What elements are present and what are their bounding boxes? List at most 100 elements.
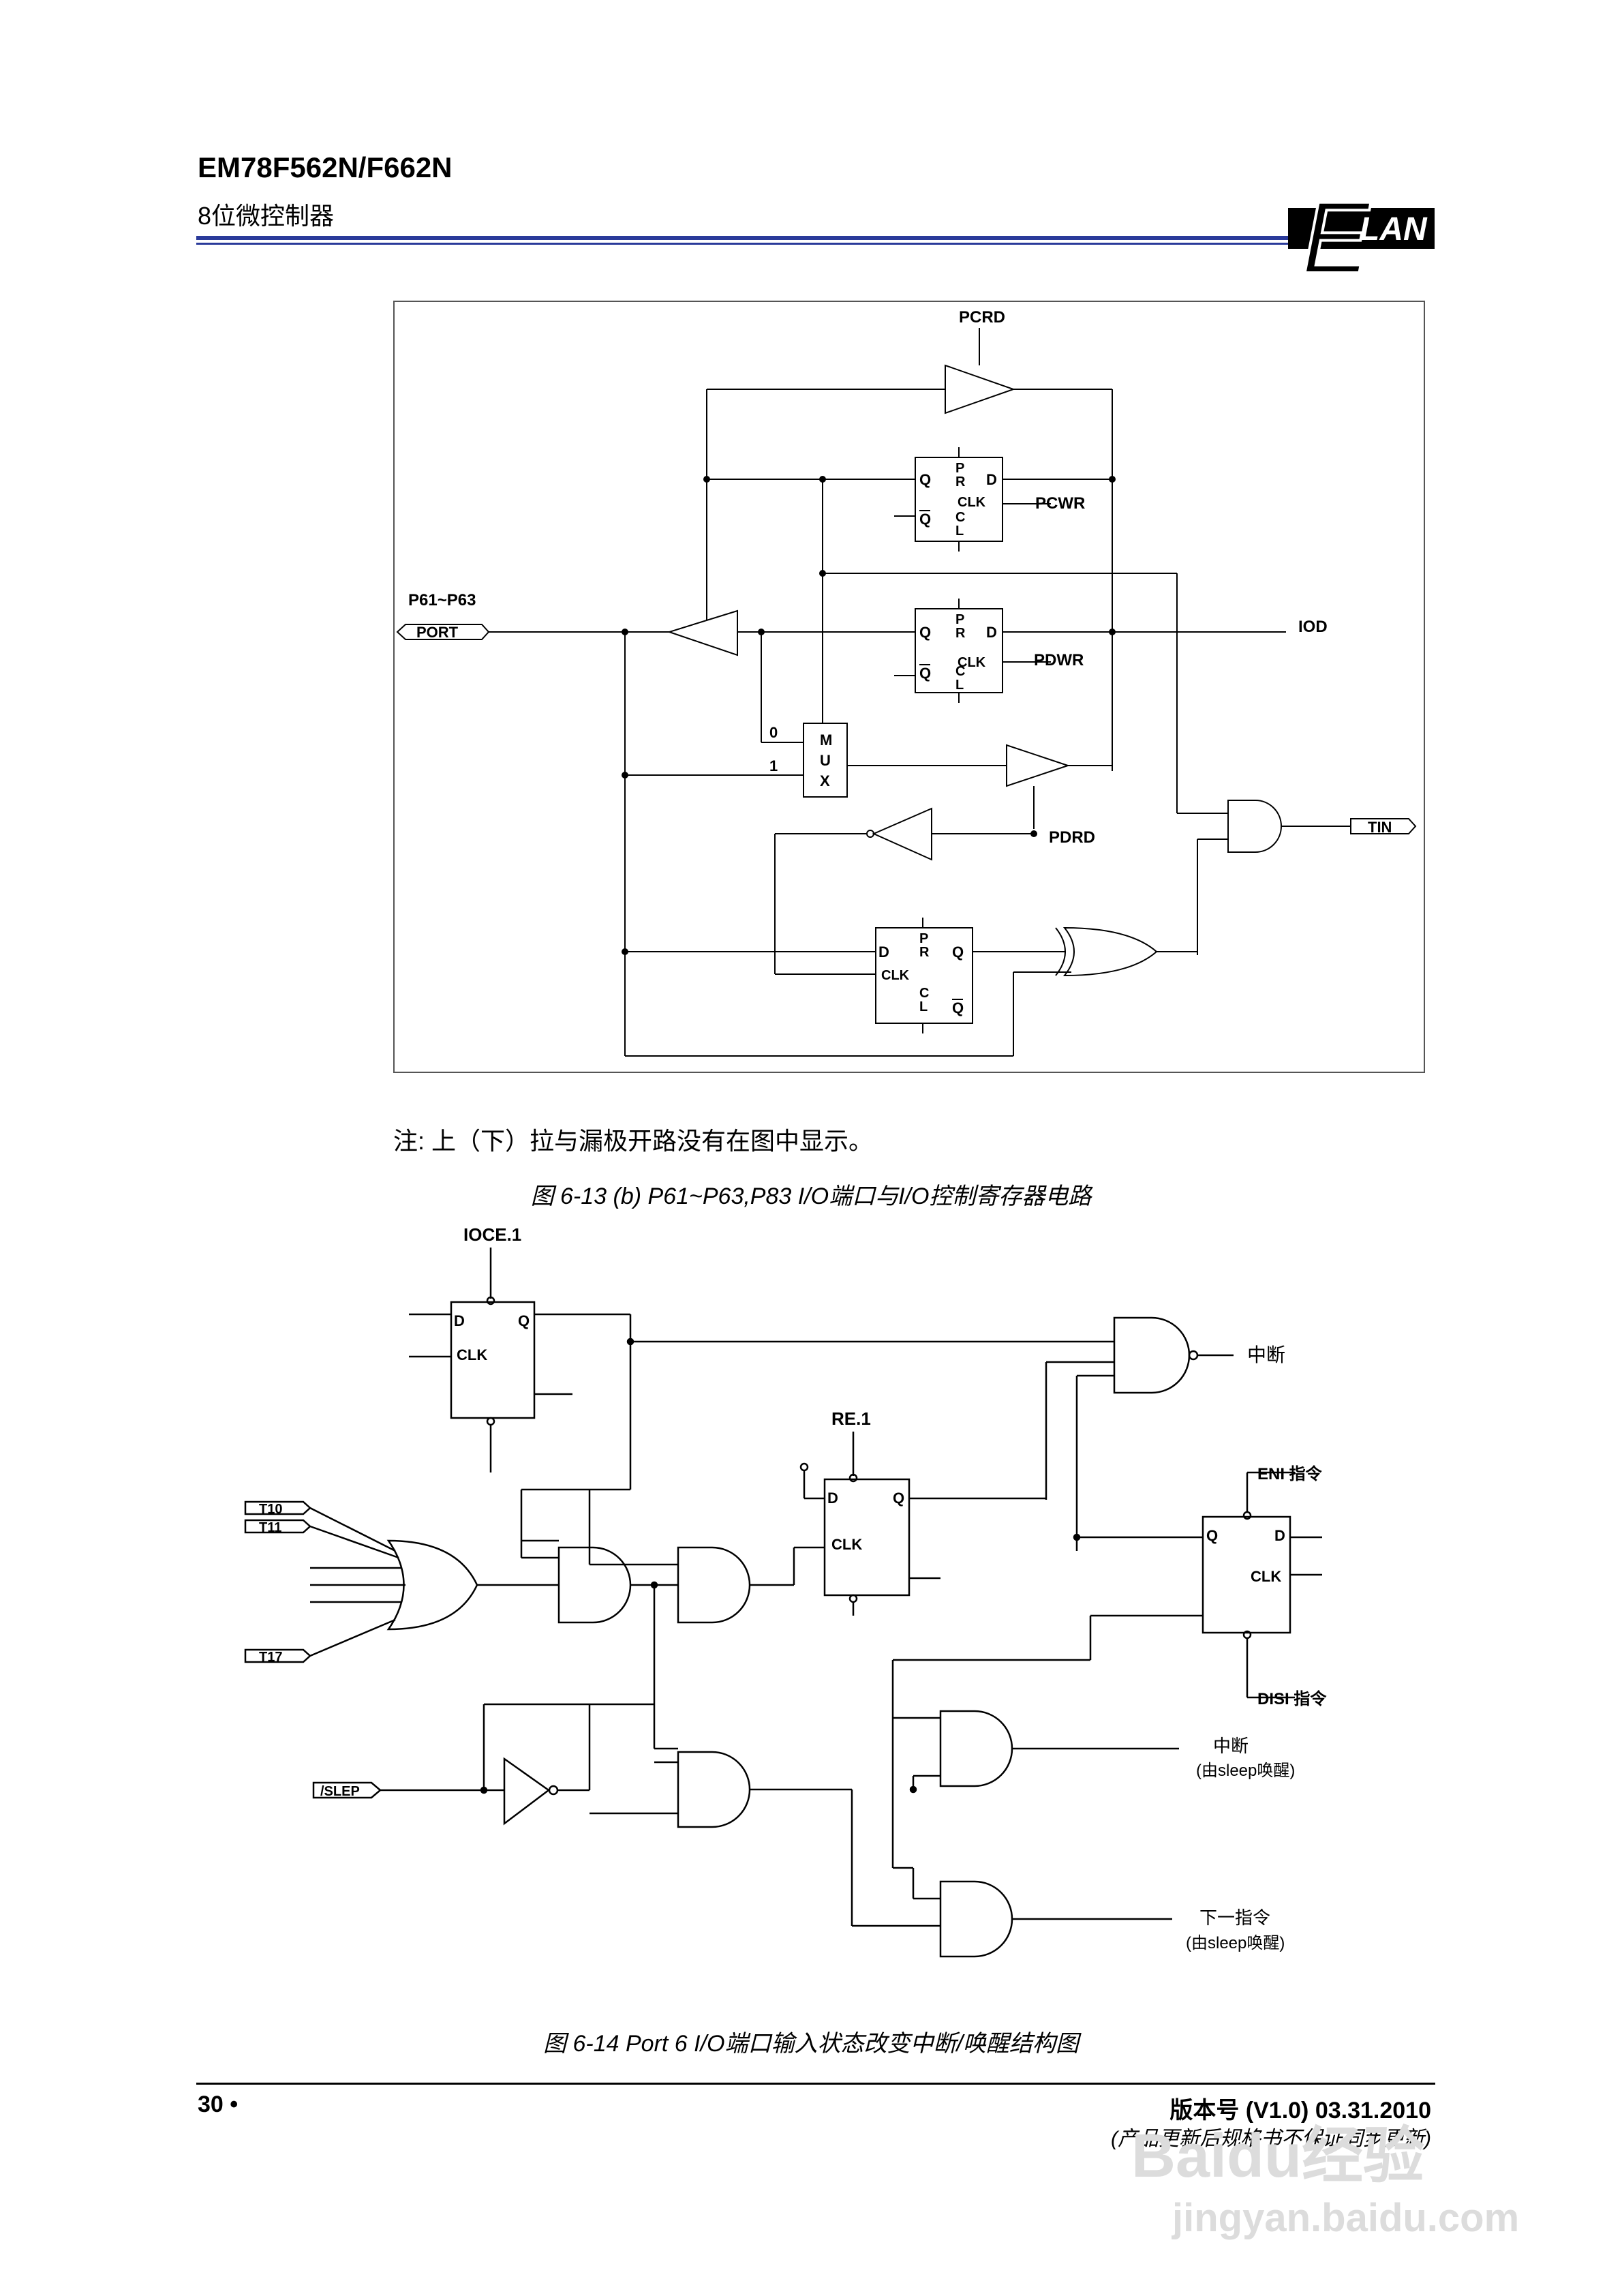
port-output-buffer: [667, 609, 738, 656]
logo-letter: E: [1302, 180, 1371, 280]
t10-label: T10: [259, 1502, 282, 1517]
figure2-caption: 图 6-14 Port 6 I/O端口输入状态改变中断/唤醒结构图: [543, 2031, 1079, 2057]
ff1-r: R: [955, 474, 966, 489]
next-instr-note: (由sleep唤醒): [1186, 1934, 1285, 1952]
ff1-q: Q: [919, 471, 931, 488]
xor-gate: [1062, 926, 1158, 977]
mux-in0-label: 0: [769, 724, 778, 741]
ioce1-label: IOCE.1: [463, 1224, 521, 1245]
tin-and-gate: [1227, 800, 1282, 853]
ff1-c: C: [955, 510, 965, 525]
eni-ff-clk: CLK: [1251, 1568, 1281, 1585]
eni-ff-q: Q: [1206, 1527, 1218, 1544]
and-gate-4: [677, 1751, 751, 1828]
ff1-d: D: [986, 471, 997, 488]
next-instr-label: 下一指令: [1199, 1907, 1270, 1928]
mux-block: [803, 723, 848, 798]
ff1-clk: CLK: [958, 495, 986, 510]
t17-label: T17: [259, 1650, 282, 1665]
ff1-p: P: [955, 461, 964, 476]
ff2-p: P: [955, 612, 964, 627]
and-gate-1: [557, 1546, 632, 1624]
eni-label: ENI 指令: [1257, 1464, 1323, 1483]
interrupt-wake-label: 中断: [1213, 1736, 1249, 1756]
xor-gate-back: [1055, 927, 1066, 976]
ff3-q: Q: [952, 943, 964, 961]
mux-in1-label: 1: [769, 757, 778, 774]
t10-pad: [244, 1500, 311, 1515]
ff1-l: L: [955, 524, 964, 539]
ff3-l: L: [919, 999, 928, 1014]
t11-pad: [244, 1519, 311, 1534]
port-label: PORT: [416, 624, 459, 641]
slep-pad: [312, 1781, 382, 1799]
ff2-d: D: [986, 624, 997, 641]
document-title: EM78F562N/F662N: [198, 151, 453, 183]
slep-inverter: [503, 1757, 551, 1826]
ff2-q: Q: [919, 624, 931, 641]
ff3-r: R: [919, 945, 930, 960]
re-flipflop: [823, 1478, 911, 1597]
figure-note: 注: 上（下）拉与漏极开路没有在图中显示。: [393, 1127, 874, 1155]
figure1-caption: 图 6-13 (b) P61~P63,P83 I/O端口与I/O控制寄存器电路: [530, 1183, 1092, 1209]
port-range-label: P61~P63: [408, 591, 476, 609]
pdwr-label: PDWR: [1034, 651, 1084, 669]
pdrd-inverter: [872, 807, 932, 861]
pcwr-label: PCWR: [1035, 494, 1085, 513]
header-rule-thin: [196, 243, 1300, 245]
re-clk: CLK: [831, 1536, 862, 1553]
ff3-clk: CLK: [881, 968, 910, 983]
ff3-p: P: [919, 931, 928, 946]
ff2-l: L: [955, 678, 964, 693]
ff2-clk: CLK: [958, 655, 986, 670]
eni-ff-d: D: [1274, 1527, 1285, 1544]
ff3-c: C: [919, 986, 929, 1001]
flipflop-edge: [875, 927, 973, 1024]
ioce-clk: CLK: [457, 1346, 487, 1363]
disi-label: DISI 指令: [1257, 1689, 1327, 1708]
mux-m: M: [820, 731, 832, 749]
mux-x: X: [820, 772, 830, 789]
interrupt-wake-note: (由sleep唤醒): [1196, 1762, 1295, 1780]
re1-label: RE.1: [831, 1408, 871, 1429]
ff2-c: C: [955, 664, 965, 679]
mux-u: U: [820, 752, 831, 769]
pcrd-label: PCRD: [959, 308, 1005, 327]
interrupt-wakeup-diagram: IOCE.1 D Q CLK 中断 T10 T11 T17 RE.1: [244, 1224, 1327, 1958]
pdrd-label: PDRD: [1049, 828, 1095, 847]
iod-label: IOD: [1298, 618, 1328, 636]
ff2-qbar: Q: [919, 665, 931, 682]
disclaimer: (产品更新后规格书不保证同步更新): [1111, 2128, 1431, 2150]
page-number: 30 •: [198, 2091, 239, 2117]
re-d: D: [827, 1490, 838, 1507]
mux-output-buffer: [1006, 744, 1071, 787]
ff1-qbar: Q: [919, 511, 931, 528]
ioce-q: Q: [518, 1312, 530, 1329]
document-subtitle: 8位微控制器: [198, 202, 335, 230]
ff3-qbar: Q: [952, 999, 964, 1016]
elan-logo: E LAN: [1288, 179, 1435, 280]
header-rule: [196, 236, 1300, 240]
interrupt-label: 中断: [1247, 1344, 1285, 1365]
io-port-circuit-diagram: PCRD Q Q D P R CLK C L PCWR P61~P63 PORT…: [393, 301, 1425, 1073]
version-label: 版本号 (V1.0) 03.31.2010: [1169, 2098, 1431, 2124]
and-gate-next: [939, 1880, 1013, 1958]
ff3-d: D: [878, 943, 889, 961]
and-gate-2: [677, 1546, 751, 1624]
ff2-r: R: [955, 626, 966, 641]
footer-rule: [196, 2083, 1435, 2085]
baidu-watermark: Baidu经验 jingyan.baidu.com: [1131, 2122, 1519, 2240]
logo-text: LAN: [1360, 211, 1428, 247]
t11-label: T11: [259, 1520, 281, 1535]
and-gate-wake: [939, 1710, 1013, 1787]
watermark-brand: Baidu经验: [1131, 2122, 1424, 2190]
tin-pad: [1350, 818, 1417, 834]
t17-pad: [244, 1648, 311, 1663]
pcrd-buffer: [945, 364, 1016, 414]
slep-label: /SLEP: [320, 1784, 360, 1799]
re-q: Q: [893, 1490, 904, 1507]
ioce-d: D: [454, 1312, 465, 1329]
interrupt-and-gate: [1113, 1316, 1191, 1394]
tin-label: TIN: [1368, 819, 1392, 836]
watermark-url: jingyan.baidu.com: [1172, 2196, 1519, 2240]
